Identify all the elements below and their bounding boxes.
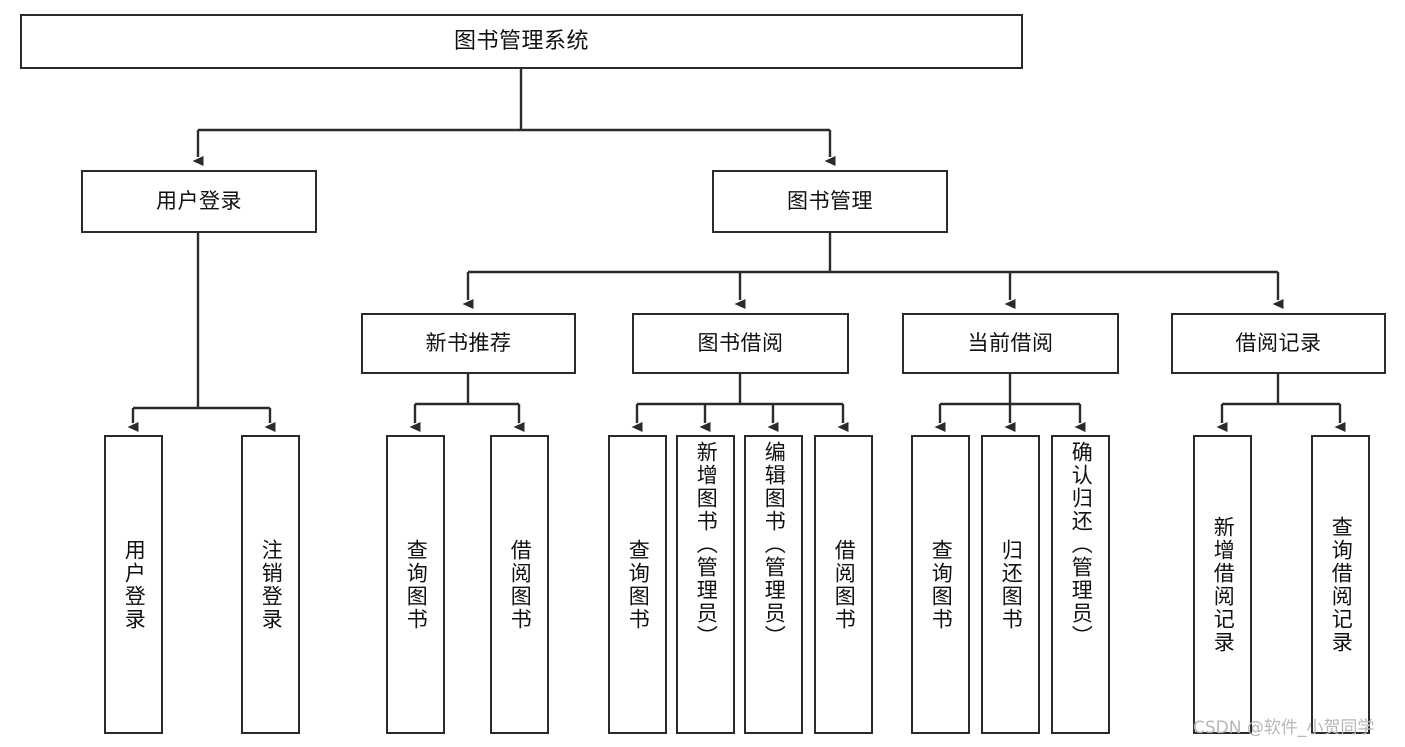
node-label: 确认归还（管理员）	[1069, 441, 1094, 648]
node-label: 查询借阅记录	[1329, 515, 1354, 654]
node-label: 图书管理系统	[453, 28, 589, 54]
node-label: 借阅图书	[508, 538, 533, 631]
node-label: 图书管理	[787, 189, 873, 214]
node-book-management[interactable]: 图书管理	[712, 170, 948, 233]
node-label: 借阅记录	[1235, 331, 1322, 356]
leaf-record-query-borrow-record[interactable]: 查询借阅记录	[1311, 435, 1370, 734]
node-label: 编辑图书（管理员）	[762, 441, 787, 648]
node-label: 借阅图书	[832, 538, 857, 631]
node-label: 查询图书	[404, 538, 429, 631]
node-label: 当前借阅	[967, 331, 1054, 356]
leaf-new-book-borrow-book[interactable]: 借阅图书	[490, 435, 549, 734]
node-label: 查询图书	[929, 538, 954, 631]
node-current-borrow[interactable]: 当前借阅	[902, 313, 1119, 374]
leaf-borrow-query-book[interactable]: 查询图书	[608, 435, 667, 734]
node-label: 新增图书（管理员）	[694, 441, 719, 648]
node-book-borrow[interactable]: 图书借阅	[632, 313, 849, 374]
node-root-book-management-system[interactable]: 图书管理系统	[20, 14, 1023, 69]
node-label: 图书借阅	[697, 331, 784, 356]
node-label: 归还图书	[999, 538, 1024, 631]
leaf-user-login-signin[interactable]: 用户登录	[104, 435, 163, 734]
leaf-user-login-signout[interactable]: 注销登录	[241, 435, 300, 734]
leaf-current-return-book[interactable]: 归还图书	[981, 435, 1040, 734]
leaf-borrow-borrow-book[interactable]: 借阅图书	[814, 435, 873, 734]
watermark-text: CSDN @软件_小贺同学	[1193, 718, 1375, 738]
leaf-new-book-query-book[interactable]: 查询图书	[386, 435, 445, 734]
node-new-book-recommend[interactable]: 新书推荐	[361, 313, 576, 374]
node-borrow-record[interactable]: 借阅记录	[1171, 313, 1386, 374]
node-label: 新书推荐	[425, 331, 512, 356]
node-user-login[interactable]: 用户登录	[81, 170, 317, 233]
node-label: 新增借阅记录	[1211, 515, 1236, 654]
leaf-borrow-edit-book-admin[interactable]: 编辑图书（管理员）	[744, 435, 803, 734]
node-label: 用户登录	[122, 538, 147, 631]
node-label: 注销登录	[259, 538, 284, 631]
node-label: 用户登录	[156, 189, 242, 214]
leaf-borrow-add-book-admin[interactable]: 新增图书（管理员）	[676, 435, 735, 734]
leaf-current-confirm-return-admin[interactable]: 确认归还（管理员）	[1051, 435, 1110, 734]
leaf-current-query-book[interactable]: 查询图书	[911, 435, 970, 734]
leaf-record-add-borrow-record[interactable]: 新增借阅记录	[1193, 435, 1252, 734]
node-label: 查询图书	[626, 538, 651, 631]
